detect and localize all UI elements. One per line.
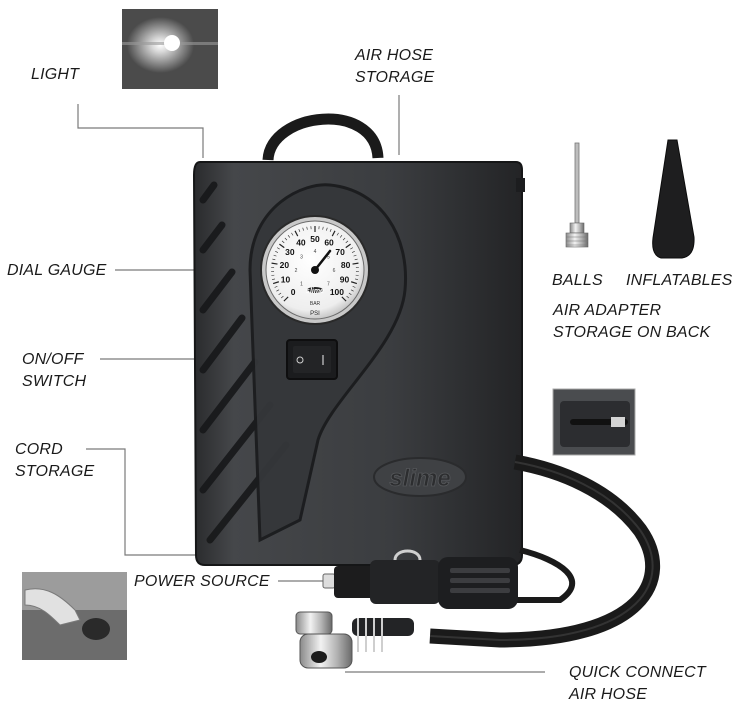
- gauge-tick-label: 70: [335, 247, 345, 257]
- gauge-tick: [341, 296, 347, 302]
- gauge-tick: [354, 258, 358, 261]
- label-quick-connect-air-hose: QUICK CONNECT AIR HOSE: [569, 664, 706, 703]
- gauge-tick-label: 50: [310, 234, 320, 244]
- label-air-hose-storage: AIR HOSE STORAGE: [355, 47, 435, 86]
- adapter-storage-inset-photo: [552, 388, 636, 456]
- label-on-off-switch: ON/OFF SWITCH: [22, 351, 87, 390]
- gauge-tick: [302, 227, 304, 231]
- label-balls: BALLS: [552, 272, 603, 289]
- gauge-tick-label: 80: [341, 260, 351, 270]
- gauge-tick: [281, 240, 285, 244]
- gauge-tick: [271, 278, 276, 280]
- gauge-tick-label: 10: [281, 275, 291, 285]
- gauge-tick: [346, 295, 350, 299]
- gauge-tick: [352, 262, 359, 265]
- gauge-inner-tick-label: 1: [300, 281, 303, 287]
- quick-connect-chuck: [295, 611, 414, 669]
- gauge-tick: [276, 247, 280, 250]
- gauge-tick: [279, 243, 285, 249]
- gauge-tick: [326, 227, 328, 231]
- label-cord-storage: CORD STORAGE: [15, 441, 95, 480]
- power-source-inset-photo: [22, 572, 127, 660]
- gauge-tick: [291, 232, 294, 236]
- gauge-tick: [353, 254, 357, 257]
- gauge-tick-label: 30: [285, 247, 295, 257]
- gauge-tick: [276, 289, 280, 292]
- gauge-tick: [345, 240, 349, 244]
- gauge-tick: [339, 235, 343, 238]
- gauge-inner-tick-label: 5: [327, 255, 330, 261]
- label-power-source: POWER SOURCE: [134, 573, 270, 590]
- gauge-needle: [313, 249, 332, 272]
- ball-needle-adapter-icon: [565, 142, 589, 248]
- power-cord: [515, 547, 576, 603]
- compressor-body: [192, 161, 525, 566]
- gauge-brand: slime: [306, 288, 324, 295]
- gauge-tick: [336, 232, 339, 236]
- gauge-inner-tick-label: 2: [295, 268, 298, 274]
- gauge-tick-label: 20: [280, 260, 290, 270]
- gauge-tick: [354, 278, 359, 280]
- gauge-tick: [345, 243, 351, 249]
- gauge-tick: [274, 286, 278, 288]
- on-off-switch[interactable]: [286, 339, 338, 380]
- gauge-inner-tick-label: 7: [327, 281, 330, 287]
- gauge-tick: [284, 237, 288, 241]
- gauge-tick: [348, 292, 352, 295]
- gauge-tick: [273, 254, 277, 257]
- gauge-sub-unit: BAR: [310, 301, 321, 307]
- gauge-tick: [294, 230, 299, 237]
- gauge-inner-tick-label: 6: [333, 268, 336, 274]
- gauge-tick: [350, 247, 354, 250]
- gauge-unit: PSI: [310, 311, 320, 317]
- gauge-tick: [287, 235, 291, 238]
- gauge-tick: [350, 289, 354, 292]
- label-air-adapter-storage: AIR ADAPTER STORAGE ON BACK: [553, 302, 711, 341]
- label-dial-gauge: DIAL GAUGE: [7, 262, 107, 279]
- gauge-tick: [271, 262, 278, 265]
- inflatable-nozzle-adapter-icon: [652, 139, 695, 259]
- gauge-tick: [306, 226, 308, 230]
- gauge-tick: [342, 237, 346, 241]
- gauge-tick: [351, 250, 355, 253]
- gauge-inner-tick-label: 4: [314, 249, 317, 255]
- gauge-tick-label: 90: [340, 275, 350, 285]
- gauge-tick: [322, 226, 324, 230]
- label-inflatables: INFLATABLES: [626, 272, 733, 289]
- gauge-tick: [272, 281, 280, 285]
- gauge-tick: [275, 250, 279, 253]
- gauge-tick-label: 100: [330, 287, 344, 297]
- body-logo: slime: [389, 465, 450, 492]
- gauge-tick: [283, 296, 289, 302]
- gauge-tick: [272, 258, 276, 261]
- light-inset-photo: [122, 9, 218, 89]
- gauge-tick: [298, 228, 301, 232]
- gauge-tick: [329, 228, 332, 232]
- gauge-tick-label: 60: [324, 237, 334, 247]
- gauge-tick: [280, 295, 284, 299]
- gauge-tick: [331, 230, 336, 237]
- gauge-inner-tick-label: 3: [300, 255, 303, 261]
- gauge-tick-label: 40: [296, 237, 306, 247]
- gauge-tick: [350, 281, 358, 285]
- gauge-tick-label: 0: [291, 287, 296, 297]
- power-plug-12v: [322, 549, 518, 609]
- gauge-tick: [352, 286, 356, 288]
- hose-loop: [262, 113, 384, 161]
- gauge-tick: [278, 292, 282, 295]
- label-light: LIGHT: [31, 66, 80, 83]
